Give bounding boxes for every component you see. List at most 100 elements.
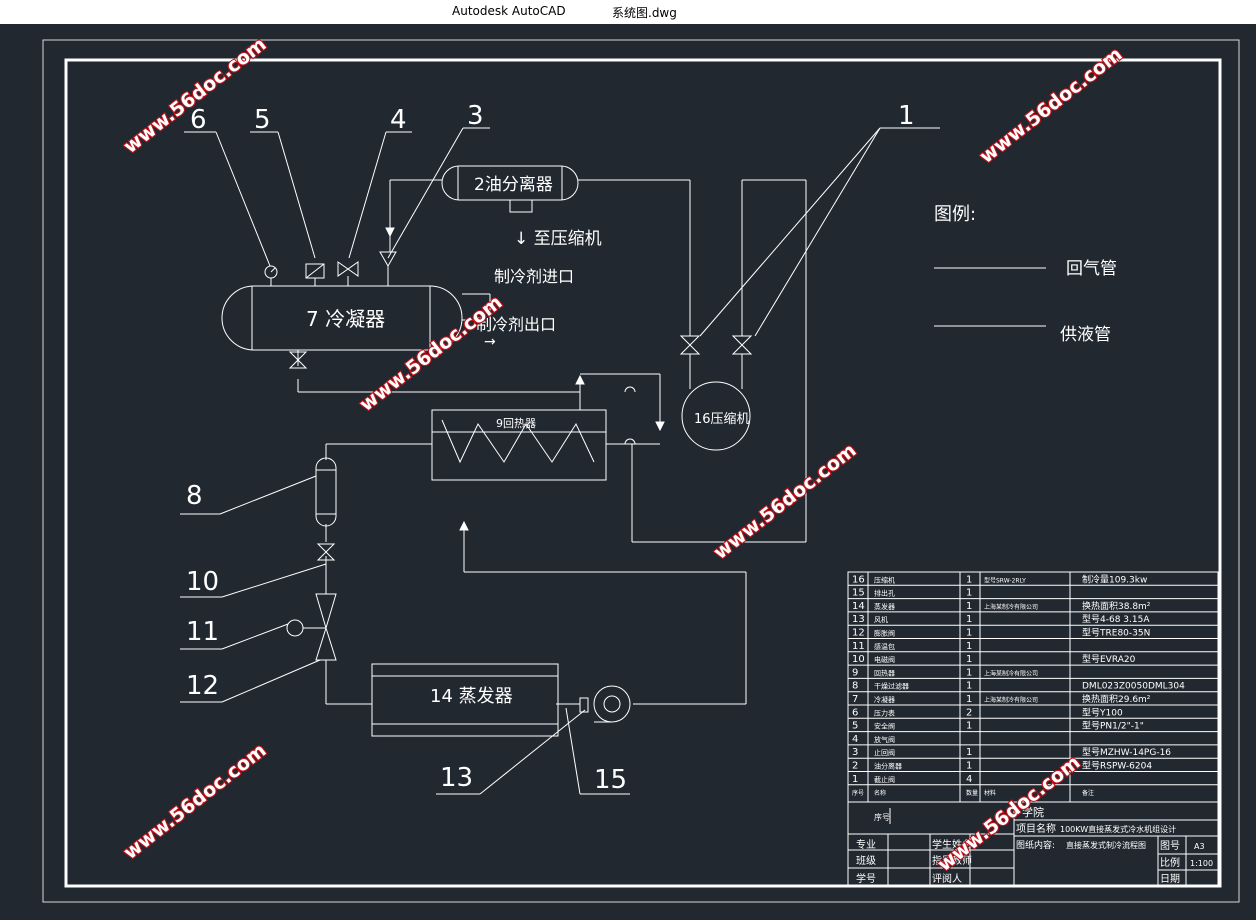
watermarks: www.56doc.com www.56doc.com www.56doc.co… [118, 32, 1127, 877]
parts-table-cell-name: 干燥过滤器 [874, 682, 909, 691]
svg-text:1:100: 1:100 [1190, 859, 1213, 868]
parts-table-cell-name: 安全阀 [874, 722, 895, 731]
parts-table-cell-no: 2 [852, 761, 858, 772]
parts-table-cell-remark: 型号MZHW-14PG-16 [1082, 747, 1171, 758]
parts-table-cell-name: 排出孔 [874, 589, 895, 598]
parts-table-cell-name: 感温包 [874, 642, 895, 651]
regenerator[interactable]: 9回热器 [431, 409, 607, 481]
parts-table-cell-name: 压力表 [874, 708, 895, 717]
parts-table-cell-qty: 2 [966, 707, 972, 718]
parts-table-header-name: 名称 [874, 789, 886, 797]
parts-table-cell-name: 回热器 [874, 668, 895, 677]
legend-title: 图例: [934, 204, 976, 225]
to-compressor-note: ↓ 至压缩机 [514, 229, 602, 249]
svg-text:学院: 学院 [1022, 805, 1044, 819]
parts-table-cell-qty: 1 [966, 654, 972, 665]
parts-table-cell-no: 14 [852, 601, 865, 612]
oil-separator[interactable]: 2油分离器 [441, 165, 579, 213]
callout-13: 13 [440, 763, 473, 793]
evaporator[interactable]: 14 蒸发器 [371, 663, 559, 737]
compressor[interactable]: 16压缩机 [681, 381, 751, 451]
leader-lines [180, 127, 940, 795]
drawing-canvas[interactable]: 6 5 4 3 1 8 10 11 12 13 15 [0, 24, 1256, 920]
parts-table-cell-no: 6 [852, 707, 858, 718]
svg-text:A3: A3 [1194, 842, 1205, 851]
expansion-valve[interactable] [286, 593, 337, 661]
parts-table-cell-remark: 型号4-68 3.15A [1082, 614, 1150, 625]
callout-8: 8 [186, 481, 203, 511]
svg-text:班级: 班级 [856, 855, 876, 867]
callout-3: 3 [467, 101, 484, 131]
parts-table-cell-no: 10 [852, 654, 865, 665]
title-block: 序号 学院 项目名称 100KW直接蒸发式冷水机组设计 图纸内容: 直接蒸发式制… [847, 801, 1219, 887]
oil-separator-label: 2油分离器 [474, 175, 553, 195]
parts-table-cell-name: 电磁阀 [874, 655, 895, 664]
callout-1: 1 [898, 101, 915, 131]
parts-table-cell-no: 7 [852, 694, 858, 705]
svg-text:序号: 序号 [874, 812, 890, 822]
parts-table-cell-spec: 上海某制冷有限公司 [984, 696, 1038, 704]
parts-table-cell-remark: 换热面积29.6m² [1082, 693, 1151, 705]
refrigerant-in-label: 制冷剂进口 [494, 267, 574, 286]
stop-valves[interactable] [679, 335, 753, 355]
parts-table-cell-name: 截止阀 [874, 775, 895, 784]
parts-table-header-no: 序号 [852, 789, 864, 797]
svg-text:学号: 学号 [856, 872, 876, 885]
fan[interactable] [579, 685, 631, 723]
parts-table-cell-spec: 上海某制冷有限公司 [984, 603, 1038, 611]
parts-table-cell-remark: 型号Y100 [1082, 707, 1123, 718]
parts-table-cell-qty: 1 [966, 574, 972, 585]
parts-table-cell-name: 蒸发器 [874, 602, 895, 611]
parts-table-cell-name: 膨胀阀 [874, 629, 895, 638]
watermark: www.56doc.com [976, 43, 1127, 168]
callout-6: 6 [190, 105, 207, 135]
watermark: www.56doc.com [120, 739, 271, 864]
parts-table-cell-name: 风机 [874, 615, 888, 624]
parts-table-cell-qty: 1 [966, 747, 972, 758]
parts-table-cell-remark: 换热面积38.8m² [1082, 600, 1151, 612]
file-name: 系统图.dwg [612, 6, 677, 20]
parts-table-cell-qty: 1 [966, 628, 972, 639]
parts-table-cell-no: 1 [852, 774, 858, 785]
parts-table-cell-qty: 4 [966, 774, 972, 785]
parts-table-cell-qty: 1 [966, 694, 972, 705]
filter-drier[interactable] [315, 457, 337, 527]
condenser[interactable]: 7 冷凝器 [221, 285, 463, 351]
svg-text:专业: 专业 [856, 838, 876, 851]
parts-table-cell-name: 放气阀 [874, 735, 895, 744]
parts-table-cell-no: 15 [852, 588, 865, 599]
piping [297, 179, 807, 705]
parts-table-cell-remark: 型号TRE80-35N [1082, 628, 1150, 639]
parts-table-cell-name: 止回阀 [874, 748, 895, 757]
solenoid-valve[interactable] [316, 543, 336, 561]
parts-table-header-qty: 数量 [966, 789, 978, 797]
evaporator-label: 14 蒸发器 [430, 686, 513, 707]
parts-table-cell-remark: 型号RSPW-6204 [1082, 761, 1152, 772]
parts-table-cell-no: 13 [852, 614, 865, 625]
parts-table-header-remark: 备注 [1082, 789, 1094, 797]
svg-text:图号: 图号 [1160, 840, 1180, 852]
compressor-label: 16压缩机 [694, 411, 750, 427]
callout-4: 4 [390, 105, 407, 135]
project-name: 100KW直接蒸发式冷水机组设计 [1060, 824, 1176, 834]
svg-text:指导教师: 指导教师 [932, 854, 972, 867]
parts-table-cell-no: 11 [852, 641, 865, 652]
legend: 图例: 回气管 供液管 [934, 204, 1117, 345]
svg-text:日期: 日期 [1160, 873, 1180, 885]
parts-table-cell-spec: 上海某制冷有限公司 [984, 669, 1038, 677]
app-name: Autodesk AutoCAD [452, 4, 566, 18]
parts-table-cell-remark: DML023Z0050DML304 [1082, 682, 1185, 692]
parts-table-cell-qty: 1 [966, 614, 972, 625]
outer-frame [42, 39, 1240, 903]
callout-12: 12 [186, 671, 219, 701]
svg-text:比例: 比例 [1160, 856, 1180, 869]
parts-table-cell-name: 油分离器 [874, 762, 902, 771]
legend-return-pipe: 回气管 [1066, 259, 1117, 279]
regenerator-label: 9回热器 [496, 417, 536, 430]
callout-5: 5 [254, 105, 271, 135]
parts-table-cell-qty: 1 [966, 721, 972, 732]
legend-supply-pipe: 供液管 [1060, 325, 1111, 345]
flow-arrows [385, 227, 665, 531]
out-arrow: → [484, 334, 496, 350]
